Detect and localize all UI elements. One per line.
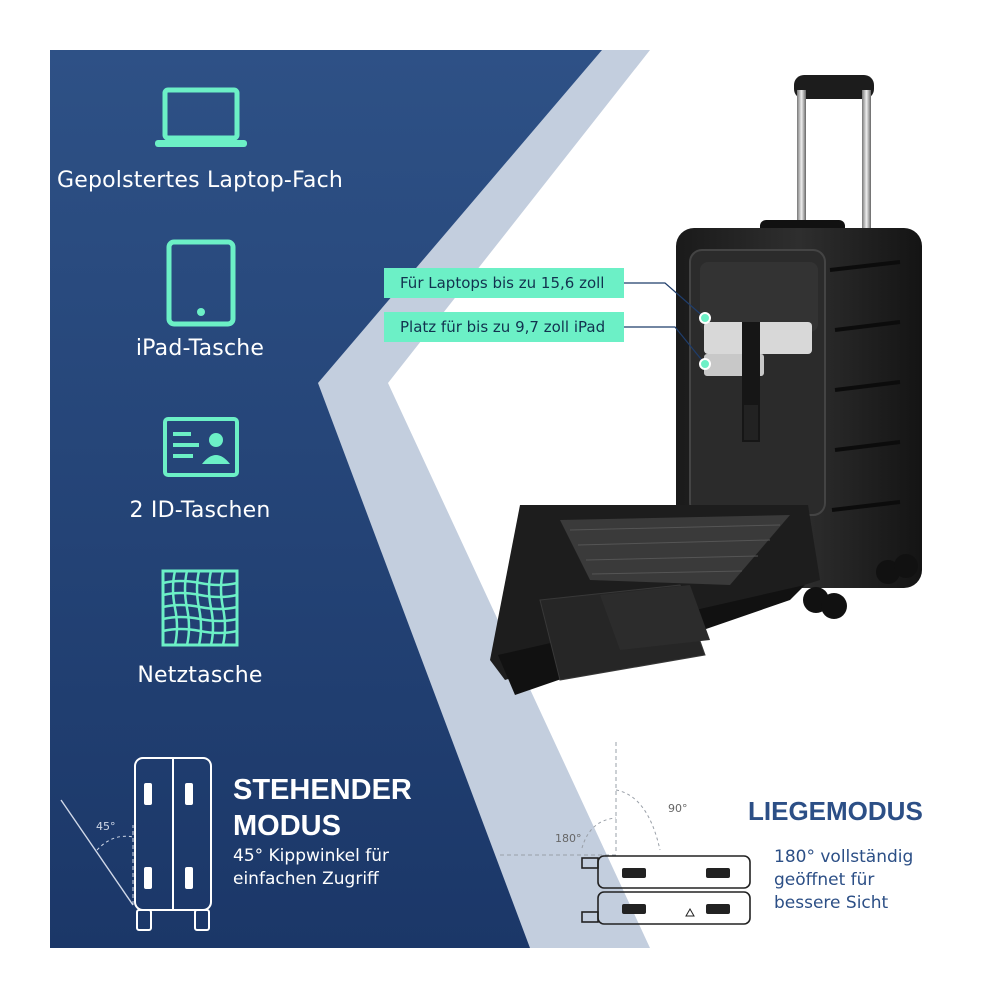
blue-panel <box>50 50 602 948</box>
lying-text-1: 180° vollständig <box>774 847 914 867</box>
callout-ipad: Platz für bis zu 9,7 zoll iPad <box>384 312 624 342</box>
feature-label-mesh: Netztasche <box>137 663 263 688</box>
standing-text-2: einfachen Zugriff <box>233 869 379 889</box>
tablet-icon <box>166 239 236 327</box>
mesh-net-icon <box>161 569 239 647</box>
angle-45-label: 45° <box>96 820 116 833</box>
feature-label-id: 2 ID-Taschen <box>129 498 271 523</box>
standing-suitcase-diagram <box>60 757 212 931</box>
angle-180-label: 180° <box>555 832 582 845</box>
angle-90-label: 90° <box>668 802 688 815</box>
id-card-icon <box>163 417 239 477</box>
feature-label-ipad: iPad-Tasche <box>135 336 265 361</box>
callout-laptop: Für Laptops bis zu 15,6 zoll <box>384 268 624 298</box>
standing-text-1: 45° Kippwinkel für <box>233 846 389 866</box>
laptop-icon <box>155 87 247 147</box>
lying-suitcase-diagram <box>500 742 751 925</box>
lying-text-3: bessere Sicht <box>774 893 889 913</box>
standing-title-1: STEHENDER <box>233 774 412 806</box>
standing-title-2: MODUS <box>233 810 341 842</box>
feature-label-laptop: Gepolstertes Laptop-Fach <box>56 168 344 193</box>
lying-title: LIEGEMODUS <box>748 796 923 826</box>
lying-text-2: geöffnet für <box>774 870 875 890</box>
